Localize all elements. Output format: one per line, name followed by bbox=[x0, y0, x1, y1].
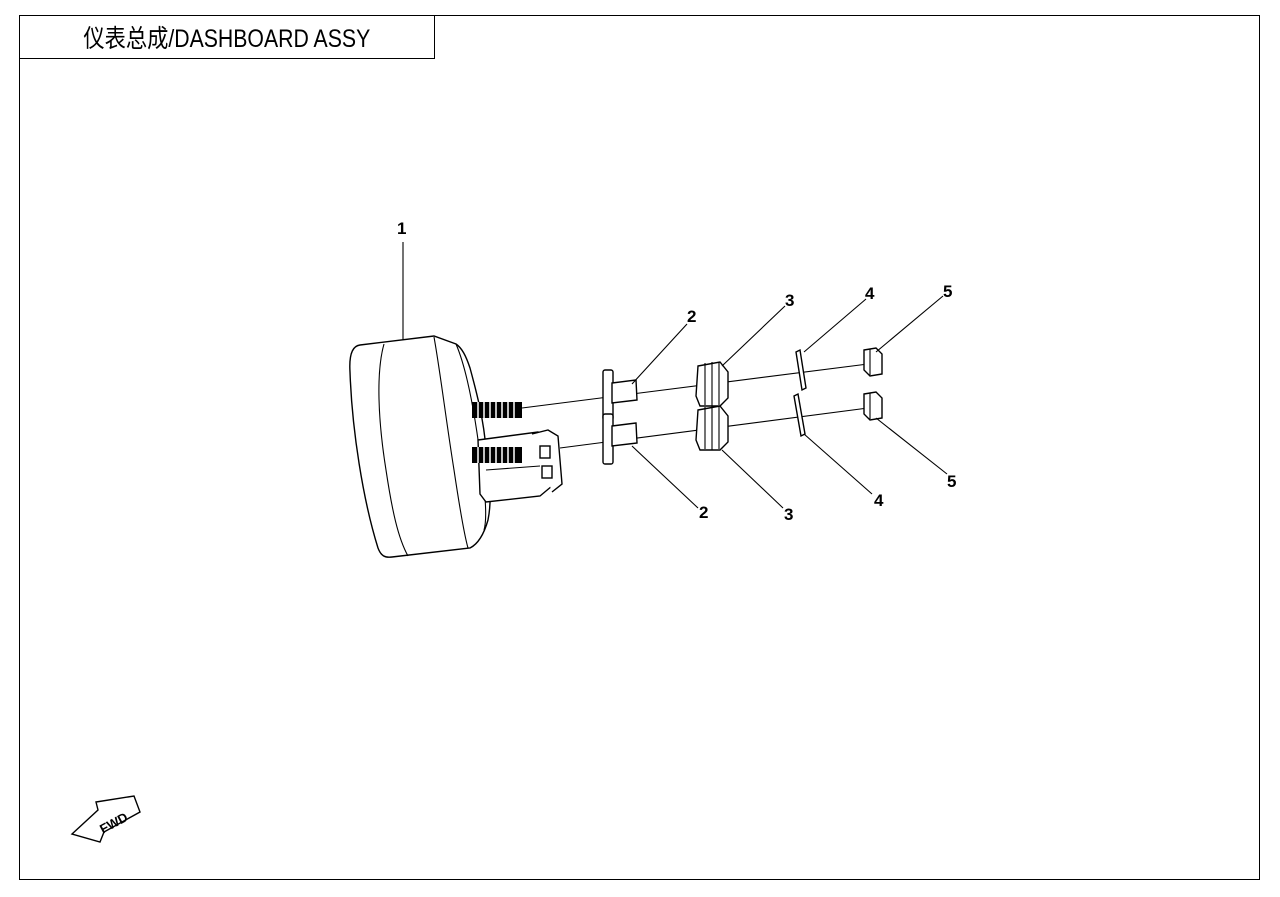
bushing-lower bbox=[602, 413, 638, 465]
drawing-frame bbox=[19, 15, 1260, 880]
callout-2-lower: 2 bbox=[699, 503, 708, 522]
flange-nut-lower bbox=[863, 391, 883, 421]
dashboard-housing bbox=[349, 335, 491, 558]
bushing-upper bbox=[602, 369, 638, 421]
callout-labels: 1 2 3 4 5 2 3 4 5 bbox=[397, 219, 956, 524]
page-title: 仪表总成/DASHBOARD ASSY bbox=[83, 24, 370, 53]
callout-4-lower: 4 bbox=[874, 491, 884, 510]
callout-3-lower: 3 bbox=[784, 505, 793, 524]
washer-lower bbox=[793, 392, 806, 438]
leader-lines bbox=[402, 242, 948, 509]
grommet-lower bbox=[695, 405, 729, 451]
title-block: 仪表总成/DASHBOARD ASSY bbox=[19, 15, 435, 59]
threaded-stud-upper bbox=[472, 402, 522, 418]
callout-3-upper: 3 bbox=[785, 291, 794, 310]
callout-2-upper: 2 bbox=[687, 307, 696, 326]
assembly-axis-lines bbox=[521, 363, 869, 449]
flange-nut-upper bbox=[863, 347, 883, 377]
callout-1: 1 bbox=[397, 219, 406, 238]
grommet-upper bbox=[695, 361, 729, 407]
callout-4-upper: 4 bbox=[865, 284, 875, 303]
fwd-direction-arrow: FWD bbox=[70, 795, 141, 843]
connector-block bbox=[477, 429, 563, 503]
threaded-stud-lower bbox=[472, 447, 522, 463]
callout-5-upper: 5 bbox=[943, 282, 952, 301]
washer-upper bbox=[795, 348, 807, 392]
callout-5-lower: 5 bbox=[947, 472, 956, 491]
